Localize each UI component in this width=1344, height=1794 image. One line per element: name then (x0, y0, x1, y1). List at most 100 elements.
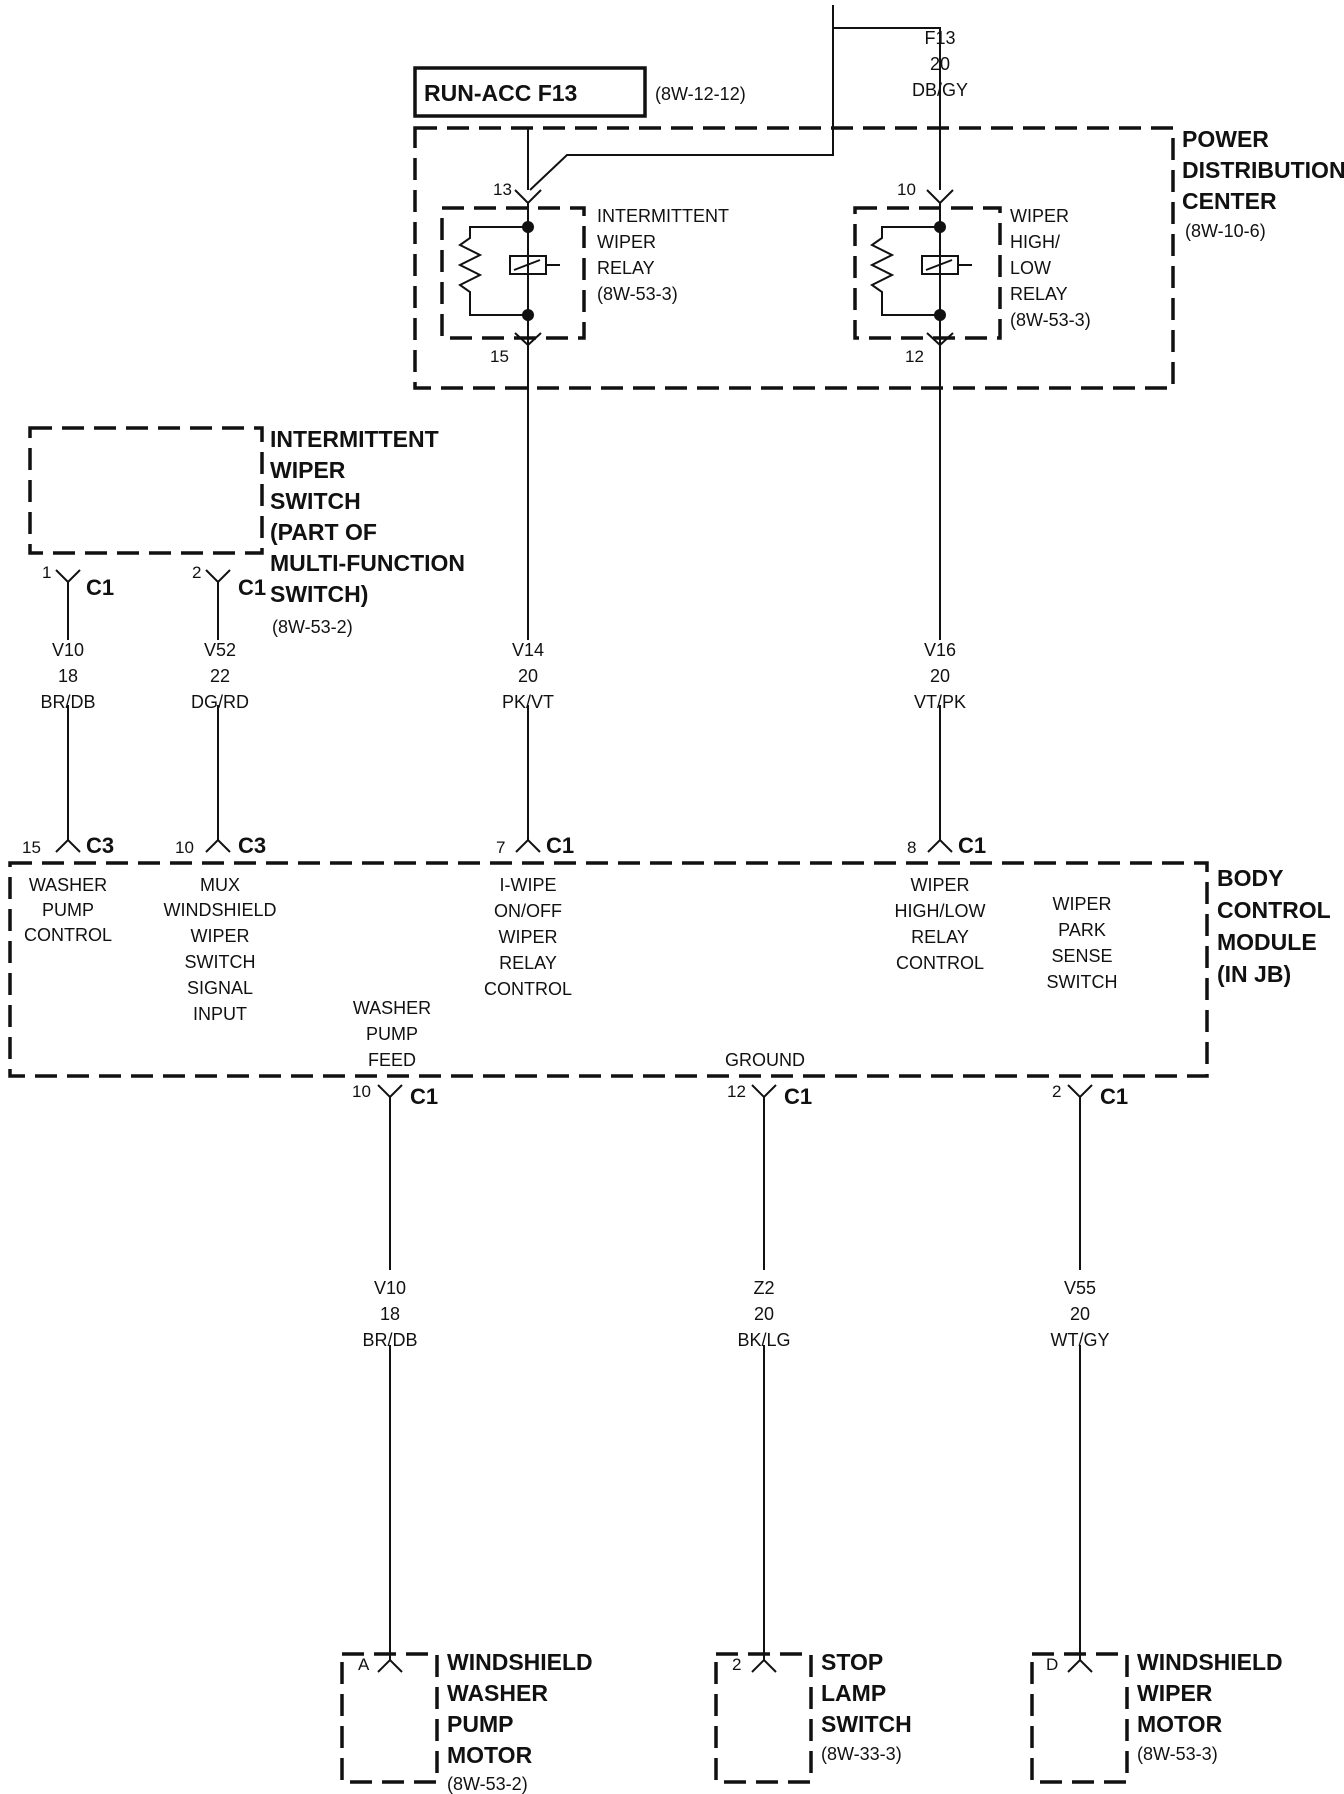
bcm-pin-ground: GROUND 12 C1 (725, 1050, 812, 1109)
svg-text:BR/DB: BR/DB (362, 1330, 417, 1350)
relay-i-name-3: RELAY (597, 258, 655, 278)
switch-name-4: (PART OF (270, 519, 377, 545)
wire-v10-upper: V10 18 BR/DB (40, 582, 96, 840)
svg-text:10: 10 (352, 1082, 371, 1101)
svg-text:HIGH/LOW: HIGH/LOW (894, 901, 985, 921)
switch-name-2: WIPER (270, 457, 346, 483)
feed-color: DB/GY (912, 80, 968, 100)
svg-text:V10: V10 (52, 640, 84, 660)
svg-text:RELAY: RELAY (911, 927, 969, 947)
svg-text:7: 7 (496, 838, 505, 857)
svg-text:Z2: Z2 (753, 1278, 774, 1298)
svg-text:C1: C1 (546, 833, 574, 858)
svg-text:20: 20 (930, 666, 950, 686)
wire-v16: V16 20 VT/PK (914, 345, 966, 840)
svg-text:C3: C3 (86, 833, 114, 858)
svg-text:PK/VT: PK/VT (502, 692, 554, 712)
svg-text:V55: V55 (1064, 1278, 1096, 1298)
relay-i-pin-out: 15 (490, 347, 509, 366)
relay-i-ref: (8W-53-3) (597, 284, 678, 304)
svg-text:ON/OFF: ON/OFF (494, 901, 562, 921)
svg-text:MUX: MUX (200, 875, 240, 895)
bcm-pin-washer-pump-feed: WASHER PUMP FEED 10 C1 (352, 998, 438, 1109)
svg-text:20: 20 (1070, 1304, 1090, 1324)
svg-text:RELAY: RELAY (499, 953, 557, 973)
svg-text:BK/LG: BK/LG (737, 1330, 790, 1350)
svg-text:CONTROL: CONTROL (24, 925, 112, 945)
svg-text:SWITCH: SWITCH (1047, 972, 1118, 992)
svg-text:SIGNAL: SIGNAL (187, 978, 253, 998)
pdc-title-2: DISTRIBUTION (1182, 157, 1344, 183)
svg-text:WIPER: WIPER (910, 875, 969, 895)
bcm-pin-washer-pump-control: 15 C3 WASHER PUMP CONTROL (22, 833, 114, 945)
fuse-box (413, 66, 647, 118)
svg-text:DG/RD: DG/RD (191, 692, 249, 712)
svg-text:22: 22 (210, 666, 230, 686)
relay-h-name-2: HIGH/ (1010, 232, 1060, 252)
svg-text:STOP: STOP (821, 1649, 883, 1675)
wire-v10-lower: V10 18 BR/DB (362, 1097, 418, 1660)
bcm-title-3: MODULE (1217, 929, 1317, 955)
relay-i-name-2: WIPER (597, 232, 656, 252)
svg-text:WIPER: WIPER (1137, 1680, 1213, 1706)
windshield-wiper-motor: D WINDSHIELD WIPER MOTOR (8W-53-3) (1030, 1649, 1283, 1784)
wire-v14: V14 20 PK/VT (502, 345, 554, 840)
pdc-ref: (8W-10-6) (1185, 221, 1266, 241)
relay-h-name-3: LOW (1010, 258, 1051, 278)
svg-text:INPUT: INPUT (193, 1004, 247, 1024)
svg-text:WINDSHIELD: WINDSHIELD (1137, 1649, 1283, 1675)
fuse-ref: (8W-12-12) (655, 84, 746, 104)
svg-text:A: A (358, 1655, 370, 1674)
svg-text:2: 2 (732, 1655, 741, 1674)
svg-text:C3: C3 (238, 833, 266, 858)
pdc-box (413, 126, 1175, 390)
svg-text:CONTROL: CONTROL (896, 953, 984, 973)
pdc-title-3: CENTER (1182, 188, 1277, 214)
svg-text:SWITCH: SWITCH (185, 952, 256, 972)
feed-gauge: 20 (930, 54, 950, 74)
svg-text:CONTROL: CONTROL (484, 979, 572, 999)
svg-text:20: 20 (754, 1304, 774, 1324)
svg-text:V10: V10 (374, 1278, 406, 1298)
svg-text:V16: V16 (924, 640, 956, 660)
switch-pin-2-conn: C1 (238, 575, 266, 600)
relay-h-pin-out: 12 (905, 347, 924, 366)
svg-text:PUMP: PUMP (42, 900, 94, 920)
svg-text:I-WIPE: I-WIPE (500, 875, 557, 895)
switch-pin-2: 2 (192, 563, 201, 582)
svg-text:MOTOR: MOTOR (447, 1742, 533, 1768)
feed-wire (529, 5, 941, 191)
bcm-title-1: BODY (1217, 865, 1283, 891)
svg-text:D: D (1046, 1655, 1058, 1674)
svg-text:10: 10 (175, 838, 194, 857)
bcm-pin-iwipe-relay-control: 7 C1 I-WIPE ON/OFF WIPER RELAY CONTROL (484, 833, 574, 999)
svg-text:C1: C1 (958, 833, 986, 858)
svg-text:SENSE: SENSE (1051, 946, 1112, 966)
svg-text:20: 20 (518, 666, 538, 686)
svg-text:2: 2 (1052, 1082, 1061, 1101)
svg-text:MOTOR: MOTOR (1137, 1711, 1223, 1737)
switch-name-3: SWITCH (270, 488, 361, 514)
wire-z2: Z2 20 BK/LG (737, 1097, 791, 1660)
pdc-title-1: POWER (1182, 126, 1269, 152)
svg-text:BR/DB: BR/DB (40, 692, 95, 712)
wire-v52: V52 22 DG/RD (191, 582, 249, 840)
relay-h-name-1: WIPER (1010, 206, 1069, 226)
svg-text:SWITCH: SWITCH (821, 1711, 912, 1737)
relay-h-name-4: RELAY (1010, 284, 1068, 304)
svg-text:WT/GY: WT/GY (1051, 1330, 1110, 1350)
svg-text:FEED: FEED (368, 1050, 416, 1070)
bcm-pin-high-low-relay-control: 8 C1 WIPER HIGH/LOW RELAY CONTROL (894, 833, 986, 973)
svg-text:WASHER: WASHER (353, 998, 431, 1018)
svg-text:15: 15 (22, 838, 41, 857)
svg-text:WINDSHIELD: WINDSHIELD (163, 900, 276, 920)
svg-text:WASHER: WASHER (447, 1680, 548, 1706)
washer-pump-motor: A WINDSHIELD WASHER PUMP MOTOR (8W-53-2) (340, 1649, 593, 1794)
svg-text:(8W-33-3): (8W-33-3) (821, 1744, 902, 1764)
switch-pin-1-conn: C1 (86, 575, 114, 600)
svg-text:PUMP: PUMP (366, 1024, 418, 1044)
bcm-title-2: CONTROL (1217, 897, 1331, 923)
svg-text:(8W-53-2): (8W-53-2) (447, 1774, 528, 1794)
switch-name-1: INTERMITTENT (270, 426, 439, 452)
